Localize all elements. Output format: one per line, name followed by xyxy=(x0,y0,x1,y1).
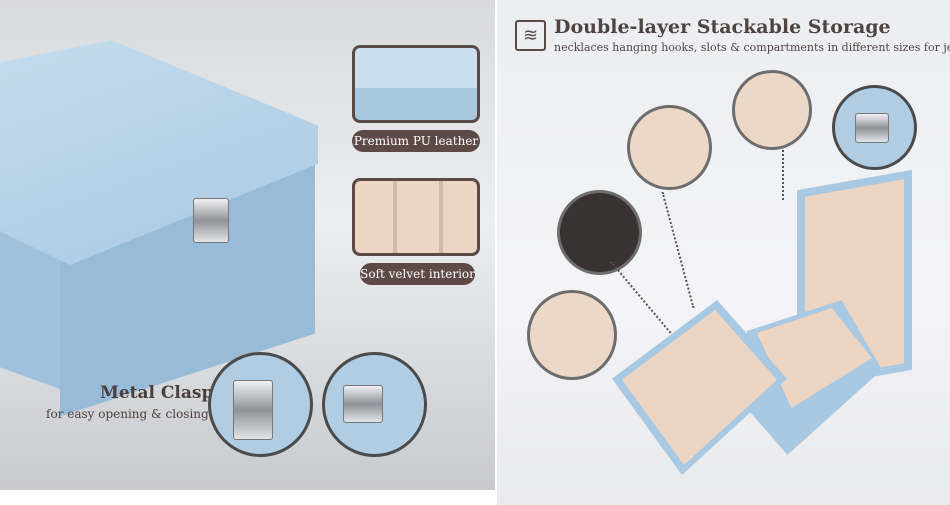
stacked-layers-icon: ≋ xyxy=(515,20,546,51)
clasp-closed-image xyxy=(322,352,427,457)
callout-dotted-line xyxy=(610,261,676,339)
earring-tray-image xyxy=(627,105,712,190)
section-subtitle: necklaces hanging hooks, slots & compart… xyxy=(554,41,950,54)
clasp-title: Metal Clasp xyxy=(100,383,214,403)
clasp-closed xyxy=(343,385,383,423)
section-title: Double-layer Stackable Storage xyxy=(554,16,891,38)
right-panel: ≋ Double-layer Stackable Storage necklac… xyxy=(497,0,950,505)
velvet-divider xyxy=(439,181,443,253)
callout-dotted-line xyxy=(782,150,784,200)
brooch-tray-image xyxy=(527,290,617,380)
necklace-hooks-image xyxy=(732,70,812,150)
velvet-inset-image xyxy=(352,178,480,256)
velvet-label: Soft velvet interior xyxy=(360,263,475,285)
bottom-velvet-lining xyxy=(757,308,872,408)
leather-lid-highlight xyxy=(355,48,477,88)
box-top-tray xyxy=(612,300,787,475)
clasp-detail-image xyxy=(832,85,917,170)
clasp-detail xyxy=(855,113,889,143)
callout-dotted-line xyxy=(661,191,695,309)
leather-inset-image xyxy=(352,45,480,123)
clasp-open-image xyxy=(208,352,313,457)
ring-tray-image xyxy=(557,190,642,275)
left-panel: Premium PU leather Soft velvet interior … xyxy=(0,0,495,490)
leather-label: Premium PU leather xyxy=(352,130,480,152)
velvet-divider xyxy=(393,181,397,253)
clasp-subtitle: for easy opening & closing xyxy=(46,407,209,421)
clasp-open xyxy=(233,380,273,440)
box-clasp xyxy=(193,198,229,243)
